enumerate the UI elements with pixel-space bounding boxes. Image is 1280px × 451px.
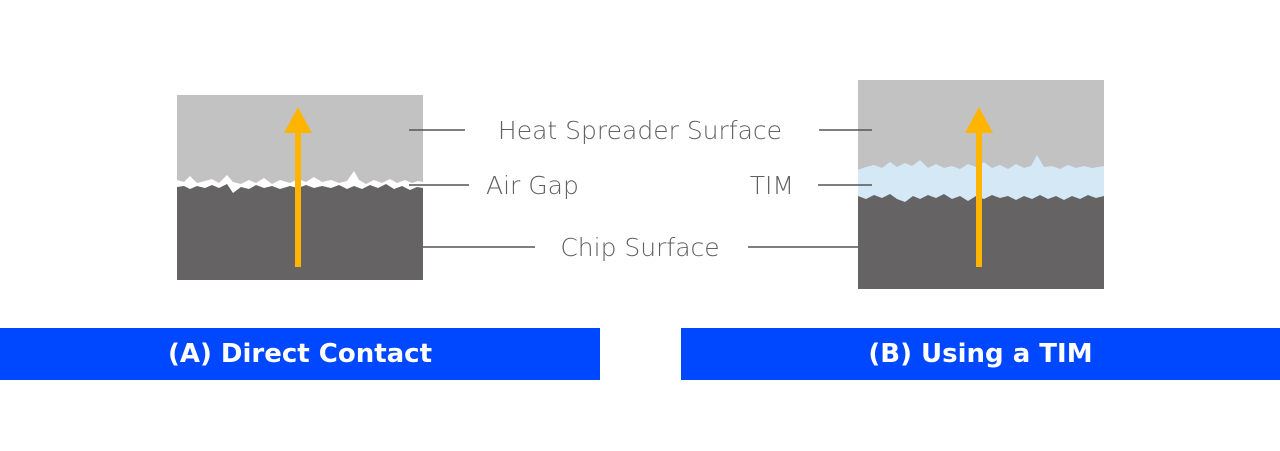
panel-a-illustration [177,95,423,280]
panel-b-heat-arrow-head [965,107,993,133]
panel-b-title: (B) Using a TIM [868,339,1093,369]
panel-b-illustration [858,80,1104,289]
panel-a-heat-arrow-head [284,107,312,133]
label-tim: TIM [750,171,794,200]
panel-a-title: (A) Direct Contact [167,339,433,369]
panel-b-title-banner: (B) Using a TIM [681,328,1280,380]
label-chip-surface: Chip Surface [560,233,719,262]
label-air-gap: Air Gap [486,171,579,200]
leader-lines [409,129,872,248]
label-heat-spreader: Heat Spreader Surface [498,116,782,145]
panel-a-title-banner: (A) Direct Contact [0,328,600,380]
